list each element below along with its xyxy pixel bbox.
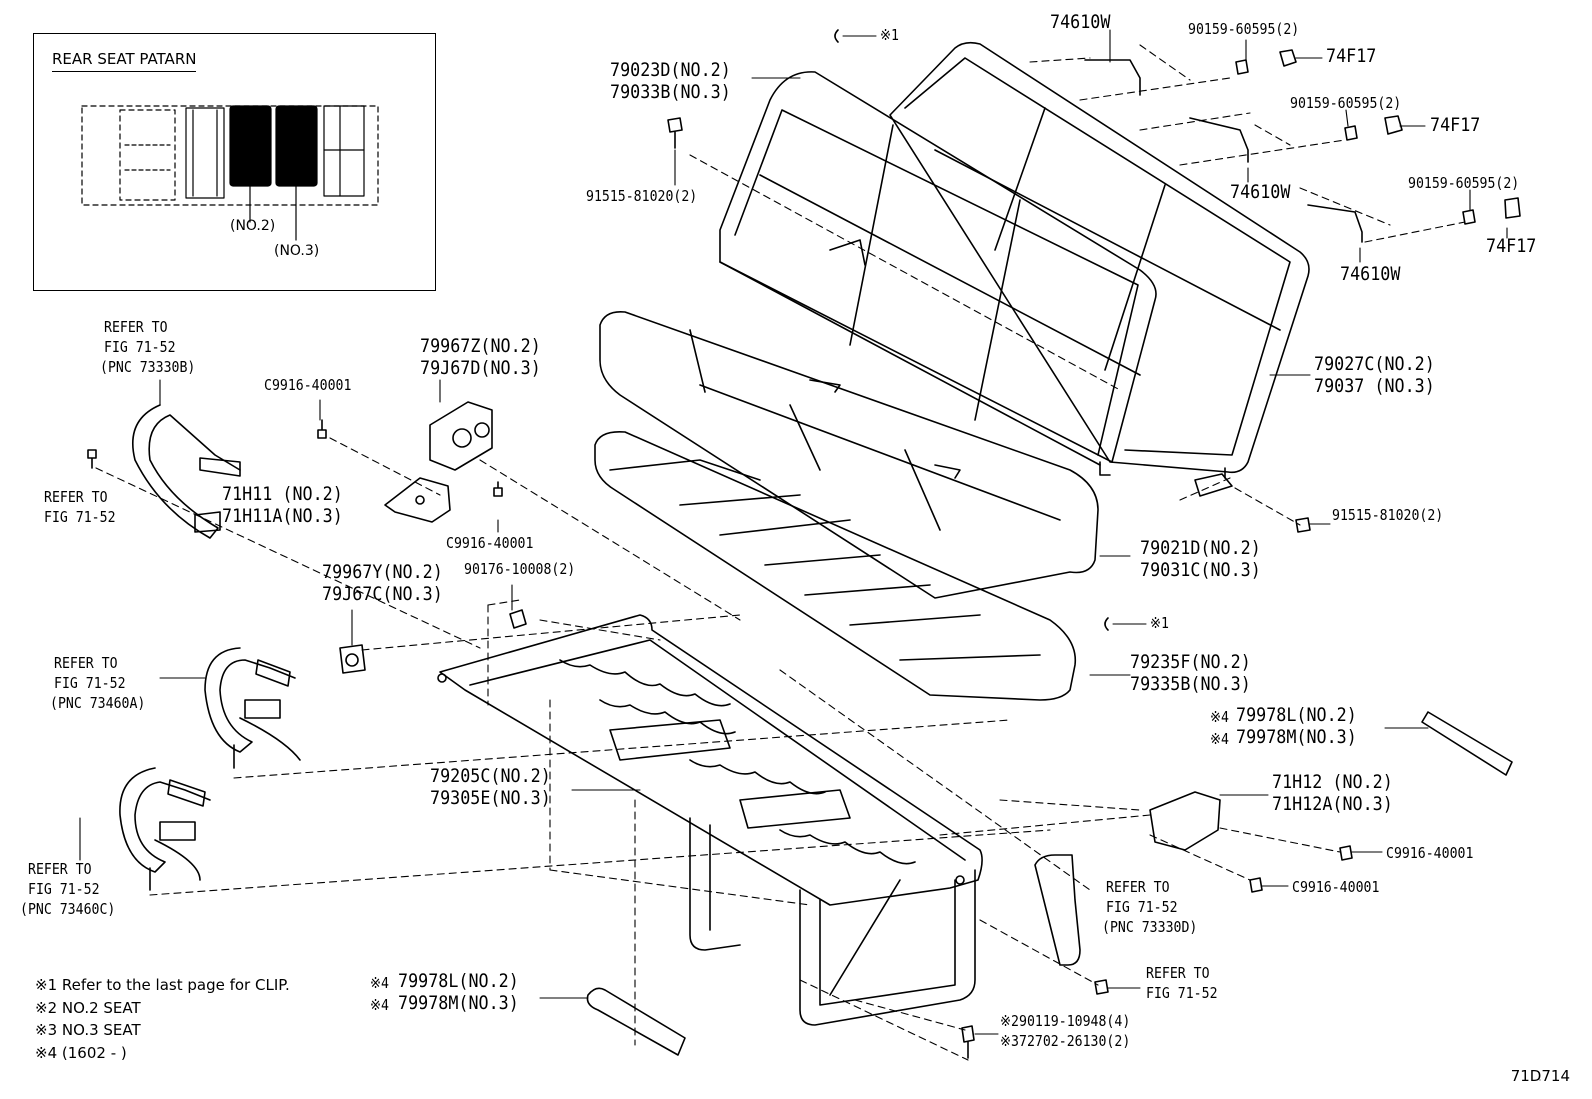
label-trim-bottom-no2: 79978L(NO.2) (398, 970, 519, 992)
label-shield-left-no3: 71H11A(NO.3) (222, 505, 343, 527)
label-ref-buckle-right-1: REFER TO (1106, 878, 1170, 896)
footnote-2: ※2 NO.2 SEAT (35, 997, 290, 1020)
label-bolt-bottom-2: ※372702-26130(2) (1000, 1032, 1131, 1050)
label-hinge-low: 74610W (1340, 263, 1401, 285)
seat-cushion-upper (599, 310, 1099, 599)
footnote-4-text: (1602 - ) (61, 1043, 127, 1062)
inset-panel: REAR SEAT PATARN (NO.2) (NO.3) (33, 33, 436, 291)
seat-back-front (719, 71, 1157, 466)
label-hinge-mid: 74610W (1230, 181, 1291, 203)
footnote-4-mark: ※4 (35, 1043, 58, 1062)
label-back-cover-no2: 79027C(NO.2) (1314, 353, 1435, 375)
label-ref-bolt-left-1: REFER TO (44, 488, 108, 506)
label-ref-bolt-right-2: FIG 71-52 (1146, 984, 1218, 1002)
inset-title: REAR SEAT PATARN (52, 50, 197, 72)
label-ref-belt-mid-3: (PNC 73460A) (50, 694, 146, 712)
label-cover-small-no2: 79967Y(NO.2) (322, 561, 443, 583)
mark4-trim-bottom-1: ※4 (370, 974, 390, 992)
label-screw-shield-left-bottom: C9916-40001 (446, 534, 534, 552)
label-nut-1: 74F17 (1326, 45, 1377, 67)
label-ref-buckle-right-3: (PNC 73330D) (1102, 918, 1198, 936)
seat-belt-top-left (131, 404, 241, 539)
footnotes: ※1 Refer to the last page for CLIP. ※2 N… (35, 974, 290, 1064)
footnote-3-text: NO.3 SEAT (61, 1021, 141, 1039)
diagram-code: 71D714 (1510, 1067, 1570, 1085)
footnote-1: ※1 Refer to the last page for CLIP. (35, 974, 290, 997)
label-ref-belt-low-3: (PNC 73460C) (20, 900, 116, 918)
label-cup-holder-no3: 79J67D(NO.3) (420, 357, 541, 379)
label-seat-frame-no3: 79305E(NO.3) (430, 787, 551, 809)
label-cover-small-no3: 79J67C(NO.3) (322, 583, 443, 605)
seat-cushion-lower (594, 430, 1077, 701)
inset-callout-no3: (NO.3) (274, 243, 320, 259)
footnote-4: ※4 (1602 - ) (35, 1042, 290, 1065)
label-ref-belt-low-2: FIG 71-52 (28, 880, 100, 898)
seat-belt-low-left (119, 767, 211, 891)
label-trim-right-no3: 79978M(NO.3) (1236, 726, 1357, 748)
label-cup-holder-no2: 79967Z(NO.2) (420, 335, 541, 357)
label-bolt-back-left: 91515-81020(2) (586, 187, 698, 205)
label-hinge-top: 74610W (1050, 11, 1111, 33)
seat-back-rear (889, 41, 1310, 479)
footnote-1-text: Refer to the last page for CLIP. (61, 976, 290, 994)
label-screw-shield-r1: C9916-40001 (1386, 844, 1474, 862)
label-ref-belt-low-1: REFER TO (28, 860, 92, 878)
label-ref-belt-mid-2: FIG 71-52 (54, 674, 126, 692)
label-screw-3: 90159-60595(2) (1408, 174, 1520, 192)
label-shield-right-no3: 71H12A(NO.3) (1272, 793, 1393, 815)
label-cushion-cover-no2: 79021D(NO.2) (1140, 537, 1261, 559)
mark4-trim-right-2: ※4 (1210, 730, 1230, 748)
label-ref-buckle-right-2: FIG 71-52 (1106, 898, 1178, 916)
seat-frame (437, 614, 983, 1026)
inset-callout-no2: (NO.2) (230, 218, 276, 234)
leader-lines (79, 29, 1541, 1081)
footnote-1-mark: ※1 (35, 976, 58, 994)
label-trim-bottom-no3: 79978M(NO.3) (398, 992, 519, 1014)
label-nut-2: 74F17 (1430, 114, 1481, 136)
label-ref-belt-mid-1: REFER TO (54, 654, 118, 672)
label-ref-belt-top-1: REFER TO (104, 318, 168, 336)
small-parts (87, 29, 1521, 1059)
clip-mark-mid: ※1 (1150, 614, 1170, 632)
label-screw-shield-left-top: C9916-40001 (264, 376, 352, 394)
label-back-frame-no2: 79023D(NO.2) (610, 59, 731, 81)
label-back-frame-no3: 79033B(NO.3) (610, 81, 731, 103)
label-bolt-bottom-1: ※290119-10948(4) (1000, 1012, 1131, 1030)
seat-belt-mid-left (204, 647, 301, 769)
assembly-dashed-lines (95, 44, 1466, 1061)
footnote-3: ※3 NO.3 SEAT (35, 1019, 290, 1042)
label-back-cover-no3: 79037 (NO.3) (1314, 375, 1435, 397)
label-shield-right-no2: 71H12 (NO.2) (1272, 771, 1393, 793)
label-ref-belt-top-2: FIG 71-52 (104, 338, 176, 356)
label-trim-right-no2: 79978L(NO.2) (1236, 704, 1357, 726)
label-cushion-pad-no2: 79235F(NO.2) (1130, 651, 1251, 673)
inset-seat-pattern (81, 105, 379, 241)
label-nut-3: 74F17 (1486, 235, 1537, 257)
label-cushion-cover-no3: 79031C(NO.3) (1140, 559, 1261, 581)
clip-mark-top: ※1 (880, 26, 900, 44)
footnote-2-text: NO.2 SEAT (61, 998, 141, 1017)
label-screw-shield-r2: C9916-40001 (1292, 878, 1380, 896)
mark4-trim-right-1: ※4 (1210, 708, 1230, 726)
mark4-trim-bottom-2: ※4 (370, 996, 390, 1014)
label-screw-1: 90159-60595(2) (1188, 20, 1300, 38)
footnote-2-mark: ※2 (35, 998, 58, 1017)
label-bolt-back-right: 91515-81020(2) (1332, 506, 1444, 524)
label-ref-belt-top-3: (PNC 73330B) (100, 358, 196, 376)
label-cushion-pad-no3: 79335B(NO.3) (1130, 673, 1251, 695)
footnote-3-mark: ※3 (35, 1021, 58, 1039)
label-ref-bolt-right-1: REFER TO (1146, 964, 1210, 982)
label-nut-frame: 90176-10008(2) (464, 560, 576, 578)
label-seat-frame-no2: 79205C(NO.2) (430, 765, 551, 787)
label-shield-left-no2: 71H11 (NO.2) (222, 483, 343, 505)
label-ref-bolt-left-2: FIG 71-52 (44, 508, 116, 526)
label-screw-2: 90159-60595(2) (1290, 94, 1402, 112)
